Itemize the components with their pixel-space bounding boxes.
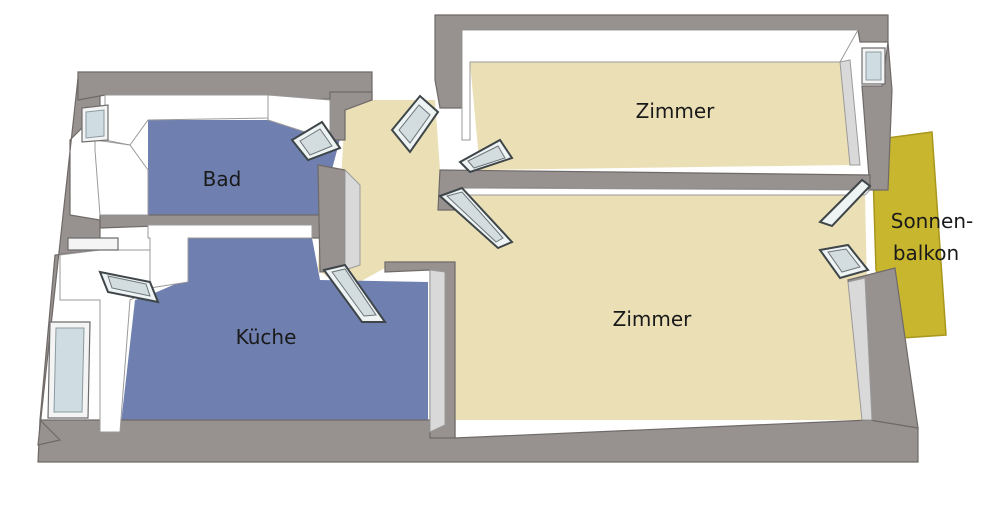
room-label-bad: Bad: [203, 167, 242, 191]
door-zimmer-bottom: [438, 186, 514, 250]
room-label-balcony-line1: Sonnen-: [891, 209, 973, 233]
door-bad: [290, 120, 342, 162]
wall-bottom: [37, 419, 919, 463]
wall-side-hall: [344, 168, 361, 271]
zimmer-top-floor: [470, 62, 850, 170]
wall-hall-vertical: [317, 164, 346, 273]
wall-side-right-lower: [847, 277, 873, 421]
wall-face-bad-kueche: [147, 224, 313, 289]
room-label-kueche: Küche: [236, 325, 297, 349]
door-kueche: [322, 263, 387, 323]
door-zimmer-top: [458, 138, 514, 174]
door-balcony-upper: [818, 178, 872, 228]
room-label-zimmer-top: Zimmer: [636, 99, 716, 123]
window-kueche: [47, 321, 91, 419]
door-hall-top: [390, 94, 440, 154]
zimmer-bottom-floor: [455, 195, 870, 420]
wall-face-left-upper: [94, 139, 149, 216]
door-balcony: [818, 243, 870, 280]
room-label-zimmer-bottom: Zimmer: [613, 307, 693, 331]
door-kueche-side: [98, 270, 160, 304]
room-label-balcony-line2: balkon: [893, 241, 959, 265]
door-bad-small: [67, 237, 119, 251]
wall-face-top-room: [461, 29, 859, 141]
wall-side-hall-lower: [429, 269, 446, 433]
window-bad: [81, 104, 109, 143]
window-top-right: [861, 47, 886, 85]
wall-side-right: [839, 59, 861, 166]
